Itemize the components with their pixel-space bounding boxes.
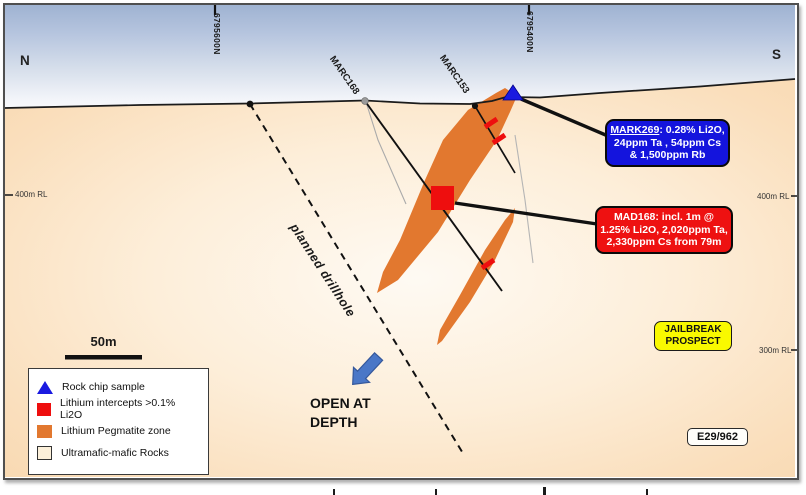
rl-400-label-right: 400m RL (757, 192, 790, 201)
legend-box: Rock chip sample Lithium intercepts >0.1… (28, 368, 209, 475)
mark269-line3: & 1,500ppm Rb (629, 149, 706, 161)
marc153-collar-dot (471, 102, 479, 110)
blue-triangle-icon (37, 380, 53, 394)
tenement-badge: E29/962 (687, 428, 748, 446)
legend-item-intercepts: Lithium intercepts >0.1% Li2O (37, 397, 200, 421)
mad168-line1: MAD168: incl. 1m @ (613, 211, 715, 223)
lithium-intercept-tick-1 (483, 116, 499, 130)
rock-chip-sample-icon (502, 84, 524, 101)
mark269-callout: MARK269: 0.28% Li2O, 24ppm Ta , 54ppm Cs… (605, 119, 730, 167)
mark269-line2: 24ppm Ta , 54ppm Cs (613, 136, 722, 149)
legend-label-ultramafic: Ultramafic-mafic Rocks (61, 447, 169, 459)
scale-bar-label: 50m (90, 334, 117, 349)
rl-400-label-left: 400m RL (15, 190, 48, 199)
lithium-intercept-tick-2 (491, 132, 507, 146)
mad168-callout: MAD168: incl. 1m @ 1.25% Li2O, 2,020ppm … (595, 206, 733, 254)
legend-label-pegmatite: Lithium Pegmatite zone (61, 425, 171, 437)
grey-trace-marc168 (365, 101, 407, 205)
caption-fragment (333, 489, 335, 495)
red-square-icon (37, 402, 51, 416)
marc168-collar-dot (361, 97, 369, 105)
northing-label-right: 6795400N (525, 11, 535, 53)
caption-fragment (543, 487, 546, 495)
caption-fragment (435, 489, 437, 495)
lithium-intercept-tick-3 (480, 257, 496, 271)
rl-300-label-right: 300m RL (759, 346, 792, 355)
north-label: N (20, 53, 30, 68)
planned-drillhole-trace (249, 103, 465, 456)
prospect-line2: PROSPECT (665, 336, 721, 347)
northing-label-left: 6795600N (212, 13, 222, 55)
south-label: S (772, 47, 782, 62)
mad168-line2: 1.25% Li2O, 2,020ppm Ta, (600, 223, 728, 236)
topography-surface-line (4, 78, 796, 109)
grey-trace-marc153 (514, 134, 534, 264)
legend-item-rock-chip: Rock chip sample (37, 380, 200, 394)
open-at-depth-line1: OPEN AT (310, 395, 371, 411)
orange-square-icon (37, 424, 52, 438)
mad168-line3: 2,330ppm Cs from 79m (606, 236, 722, 248)
legend-label-rock-chip: Rock chip sample (62, 381, 145, 393)
cream-square-icon (37, 446, 52, 460)
leader-line-mad168 (454, 201, 598, 226)
caption-fragment (646, 489, 648, 495)
scale-bar (65, 355, 142, 360)
section-frame (3, 3, 799, 480)
open-at-depth-arrow-icon (352, 351, 384, 386)
mark269-line1-rest: : 0.28% Li2O, (659, 124, 725, 136)
legend-label-intercepts: Lithium intercepts >0.1% Li2O (60, 397, 176, 421)
legend-item-ultramafic: Ultramafic-mafic Rocks (37, 446, 200, 460)
leader-line-mark269 (520, 97, 609, 138)
prospect-line1: JAILBREAK (664, 324, 722, 335)
lithium-intercept-main (431, 186, 454, 210)
open-at-depth-label: OPEN AT DEPTH (310, 394, 371, 432)
planned-collar-dot (246, 100, 254, 108)
open-at-depth-line2: DEPTH (310, 414, 358, 430)
jailbreak-prospect-badge: JAILBREAK PROSPECT (654, 321, 732, 351)
mark269-line1: MARK269: 0.28% Li2O, (610, 124, 725, 137)
legend-item-pegmatite: Lithium Pegmatite zone (37, 424, 200, 438)
mark269-hole-id: MARK269 (610, 124, 660, 136)
pegmatite-second-band (437, 208, 515, 345)
